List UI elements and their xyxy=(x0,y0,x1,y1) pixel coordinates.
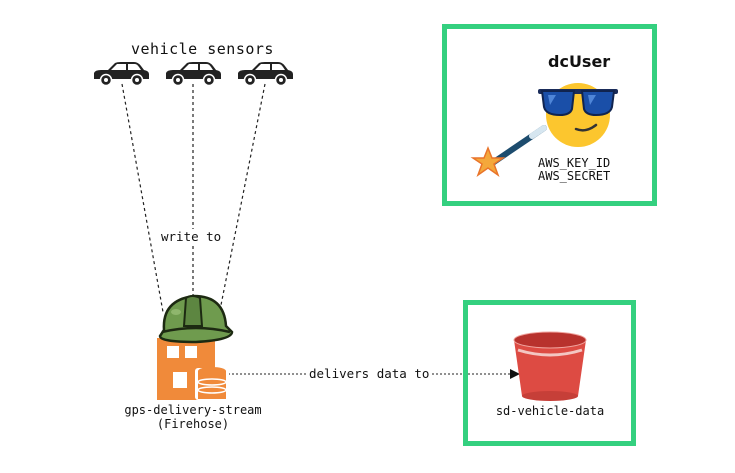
stream-name: gps-delivery-stream xyxy=(124,403,262,417)
car-icon xyxy=(238,62,293,87)
user-box xyxy=(442,24,657,206)
firehose-icon xyxy=(157,338,229,400)
helmet-icon xyxy=(158,294,234,344)
bucket-name: sd-vehicle-data xyxy=(495,404,605,418)
bucket-box xyxy=(463,300,636,446)
car-icon xyxy=(94,62,149,87)
magic-wand-icon xyxy=(470,125,547,177)
user-name: dcUser xyxy=(548,52,611,71)
deliver-arrowhead xyxy=(510,369,520,379)
stream-kind: (Firehose) xyxy=(156,417,230,431)
car-icon xyxy=(166,62,221,87)
write-edge-left xyxy=(121,83,164,313)
s3-bucket-icon xyxy=(513,331,587,401)
sensors-title: vehicle sensors xyxy=(131,40,274,58)
aws-secret: AWS_SECRET xyxy=(538,169,611,183)
write-edge-right xyxy=(218,83,266,316)
aws-key-id: AWS_KEY_ID xyxy=(538,156,611,170)
sunglasses-emoji-icon xyxy=(538,83,618,147)
delivers-data-to-label: delivers data to xyxy=(306,366,433,381)
write-to-label: write to xyxy=(158,229,225,244)
